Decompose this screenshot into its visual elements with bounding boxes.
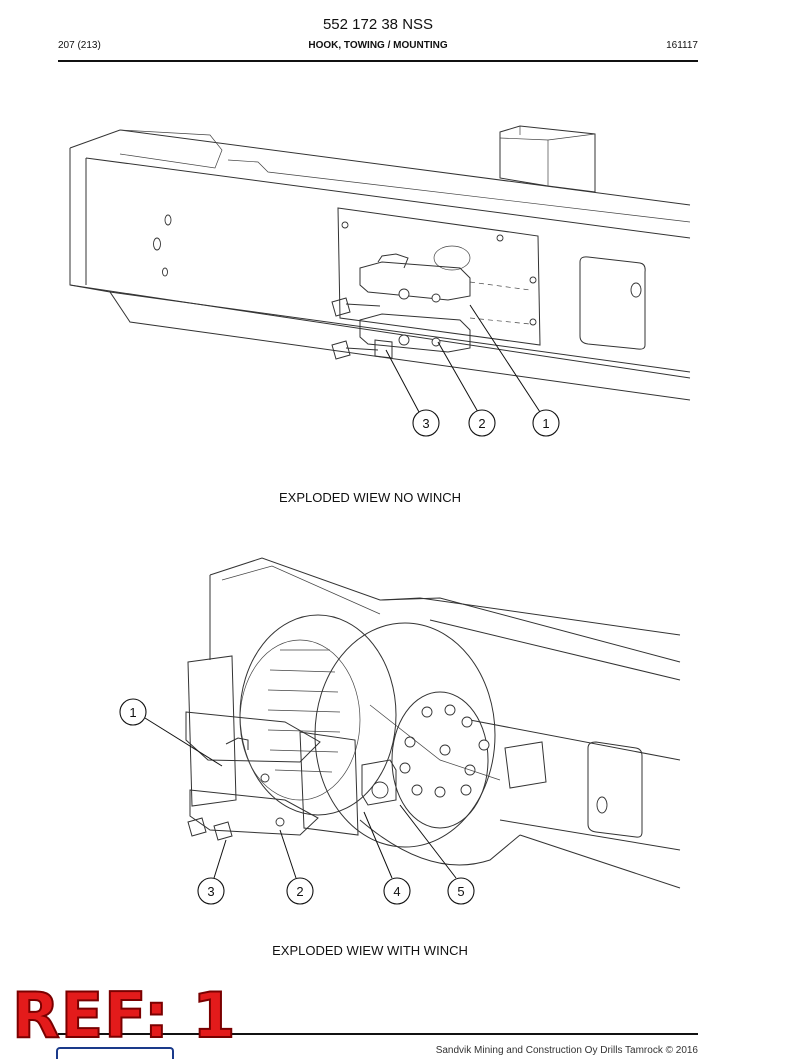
svg-text:1: 1 [542,416,549,431]
figure-caption-no-winch: EXPLODED WIEW NO WINCH [278,490,461,505]
reference-stamp: REF: 1 [11,979,237,1052]
document-number: 552 172 38 NSS [322,16,434,33]
callout-1: 1 [532,409,560,437]
svg-text:3: 3 [207,884,214,899]
header-divider [58,60,698,62]
svg-text:4: 4 [393,884,400,899]
callout-2: 2 [286,877,314,905]
svg-text:3: 3 [422,416,429,431]
svg-text:2: 2 [296,884,303,899]
svg-text:1: 1 [129,705,136,720]
exploded-view-no-winch-drawing: 3 2 1 [69,125,691,437]
page-title: HOOK, TOWING / MOUNTING [308,40,448,51]
svg-text:2: 2 [478,416,485,431]
callout-4: 4 [383,877,411,905]
callout-5: 5 [447,877,475,905]
callout-1: 1 [119,698,147,726]
callout-3: 3 [197,877,225,905]
callout-3: 3 [412,409,440,437]
footer-divider [58,1033,698,1035]
figure-caption-with-winch: EXPLODED WIEW WITH WINCH [272,943,468,958]
date-code: 161117 [666,40,698,51]
page-number: 207 (213) [58,40,101,51]
callout-2: 2 [468,409,496,437]
exploded-view-with-winch-drawing: 1 3 2 4 5 [119,557,681,905]
footer-copyright: Sandvik Mining and Construction Oy Drill… [435,1045,698,1056]
svg-text:5: 5 [457,884,464,899]
